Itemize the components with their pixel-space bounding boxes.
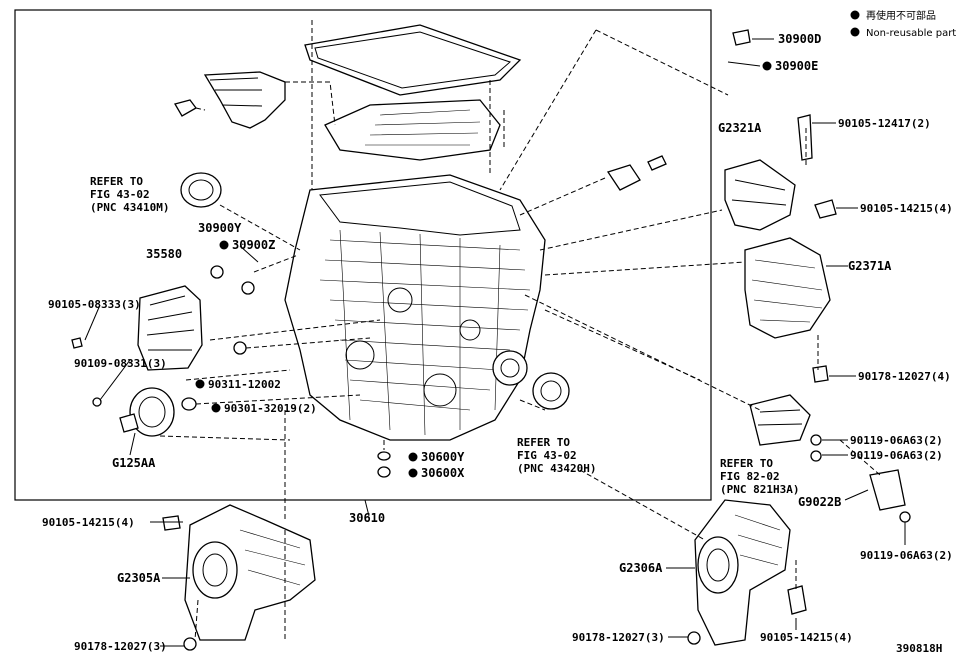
label-90178-12027-4: 90178-12027(4) <box>858 370 951 383</box>
small-rings-drawing <box>181 265 391 478</box>
ref-43410M: REFER TO FIG 43-02 (PNC 43410M) <box>90 175 169 214</box>
label-30600Y: 30600Y <box>421 450 465 464</box>
dashed-lines <box>159 20 881 641</box>
svg-text:REFER TO: REFER TO <box>720 457 773 470</box>
leader-lines <box>84 38 906 647</box>
legend-item-jp: 再使用不可部品 <box>866 9 936 22</box>
part-labels: 30900D 30900E G2321A 90105-12417(2) 9010… <box>42 32 953 655</box>
label-G2305A: G2305A <box>117 571 161 585</box>
label-30610: 30610 <box>349 511 385 525</box>
bracket-G9022B-drawing <box>749 394 911 523</box>
svg-text:FIG 43-02: FIG 43-02 <box>517 449 577 462</box>
part-35580-drawing <box>71 285 203 371</box>
legend-item-en: Non-reusable part <box>866 28 956 39</box>
label-G2306A: G2306A <box>619 561 663 575</box>
label-G2321A: G2321A <box>718 121 762 135</box>
svg-text:REFER TO: REFER TO <box>90 175 143 188</box>
figure-id: 390818H <box>896 642 942 655</box>
part-G125AA-drawing <box>92 387 175 437</box>
sensor-drawing <box>606 29 751 191</box>
mount-G2305A-drawing <box>162 504 316 651</box>
label-90119-06A63-b: 90119-06A63(2) <box>850 449 943 462</box>
svg-text:FIG 82-02: FIG 82-02 <box>720 470 780 483</box>
label-90311-12002: 90311-12002 <box>208 378 281 391</box>
label-90178-12027-3-left: 90178-12027(3) <box>74 640 167 653</box>
label-90105-08333: 90105-08333(3) <box>48 298 141 311</box>
wire-harness-drawing <box>174 71 286 129</box>
svg-text:(PNC 43420H): (PNC 43420H) <box>517 462 596 475</box>
label-G125AA: G125AA <box>112 456 156 470</box>
mount-G2321A-drawing <box>724 114 837 231</box>
svg-text:(PNC 43410M): (PNC 43410M) <box>90 201 169 214</box>
svg-text:REFER TO: REFER TO <box>517 436 570 449</box>
transaxle-housing-drawing <box>284 24 546 441</box>
label-30900Z: 30900Z <box>232 238 275 252</box>
label-90301-32019: 90301-32019(2) <box>224 402 317 415</box>
label-90109-08331: 90109-08331(3) <box>74 357 167 370</box>
mount-G2306A-drawing <box>687 499 807 646</box>
label-90105-14215-left: 90105-14215(4) <box>42 516 135 529</box>
assembly-frame <box>14 9 712 501</box>
label-90105-14215-right: 90105-14215(4) <box>860 202 953 215</box>
ref-43420H: REFER TO FIG 43-02 (PNC 43420H) <box>517 436 596 475</box>
label-90119-06A63-c: 90119-06A63(2) <box>860 549 953 562</box>
legend: 再使用不可部品 Non-reusable part <box>850 9 956 39</box>
label-30900D: 30900D <box>778 32 821 46</box>
label-30900E: 30900E <box>775 59 818 73</box>
label-G2371A: G2371A <box>848 259 892 273</box>
label-90105-14215-bottom: 90105-14215(4) <box>760 631 853 644</box>
mount-G2371A-drawing <box>744 237 831 383</box>
label-35580: 35580 <box>146 247 182 261</box>
oil-seal-left-drawing <box>180 172 222 208</box>
label-30900Y: 30900Y <box>198 221 242 235</box>
label-G9022B: G9022B <box>798 495 841 509</box>
label-90119-06A63-a: 90119-06A63(2) <box>850 434 943 447</box>
ref-821H3A: REFER TO FIG 82-02 (PNC 821H3A) <box>720 457 799 496</box>
svg-text:FIG 43-02: FIG 43-02 <box>90 188 150 201</box>
label-90105-12417: 90105-12417(2) <box>838 117 931 130</box>
label-90178-12027-3-right: 90178-12027(3) <box>572 631 665 644</box>
oil-seal-right-drawing <box>532 372 570 410</box>
label-30600X: 30600X <box>421 466 465 480</box>
svg-text:(PNC 821H3A): (PNC 821H3A) <box>720 483 799 496</box>
